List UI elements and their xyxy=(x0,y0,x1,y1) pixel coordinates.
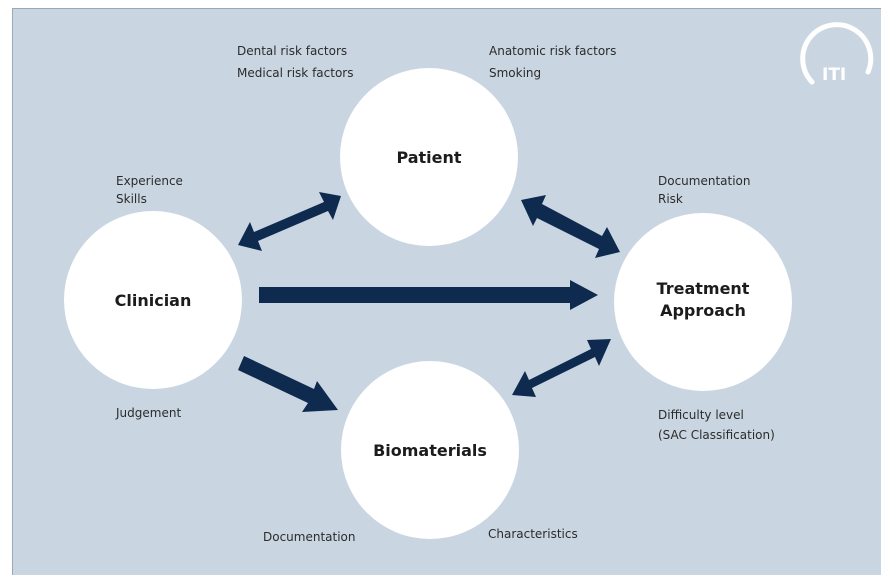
note-sac-classification: (SAC Classification) xyxy=(658,428,775,442)
note-smoking: Smoking xyxy=(489,66,541,80)
note-judgement: Judgement xyxy=(115,406,181,420)
logo-text: ITI xyxy=(822,65,846,85)
logo-arc-icon xyxy=(800,22,874,85)
clinician-label: Clinician xyxy=(115,291,192,310)
patient-label: Patient xyxy=(396,148,461,167)
note-characteristics: Characteristics xyxy=(488,527,578,541)
arrow-clinician-biomaterials xyxy=(238,356,338,412)
treatment-label-line1: Treatment xyxy=(657,279,750,298)
patient-circle xyxy=(340,68,518,246)
treatment-approach-circle xyxy=(614,213,792,391)
arrow-clinician-treatment xyxy=(259,280,598,310)
arrow-treatment-biomaterials xyxy=(512,339,611,397)
arrow-patient-treatment xyxy=(521,195,620,258)
biomaterials-circle xyxy=(341,361,519,539)
note-experience: Experience xyxy=(116,174,183,188)
arrow-patient-clinician xyxy=(238,192,341,251)
biomaterials-label: Biomaterials xyxy=(373,441,487,460)
note-anatomic-risk-factors: Anatomic risk factors xyxy=(489,44,616,58)
note-dental-risk-factors: Dental risk factors xyxy=(237,44,347,58)
note-skills: Skills xyxy=(116,192,147,206)
iti-logo: ITI xyxy=(800,22,874,85)
note-medical-risk-factors: Medical risk factors xyxy=(237,66,353,80)
arrows xyxy=(238,192,620,412)
note-documentation-treatment: Documentation xyxy=(658,174,751,188)
treatment-label-line2: Approach xyxy=(660,301,746,320)
clinician-circle xyxy=(64,211,242,389)
note-risk: Risk xyxy=(658,192,683,206)
note-difficulty-level: Difficulty level xyxy=(658,408,744,422)
note-documentation-biomaterials: Documentation xyxy=(263,530,356,544)
